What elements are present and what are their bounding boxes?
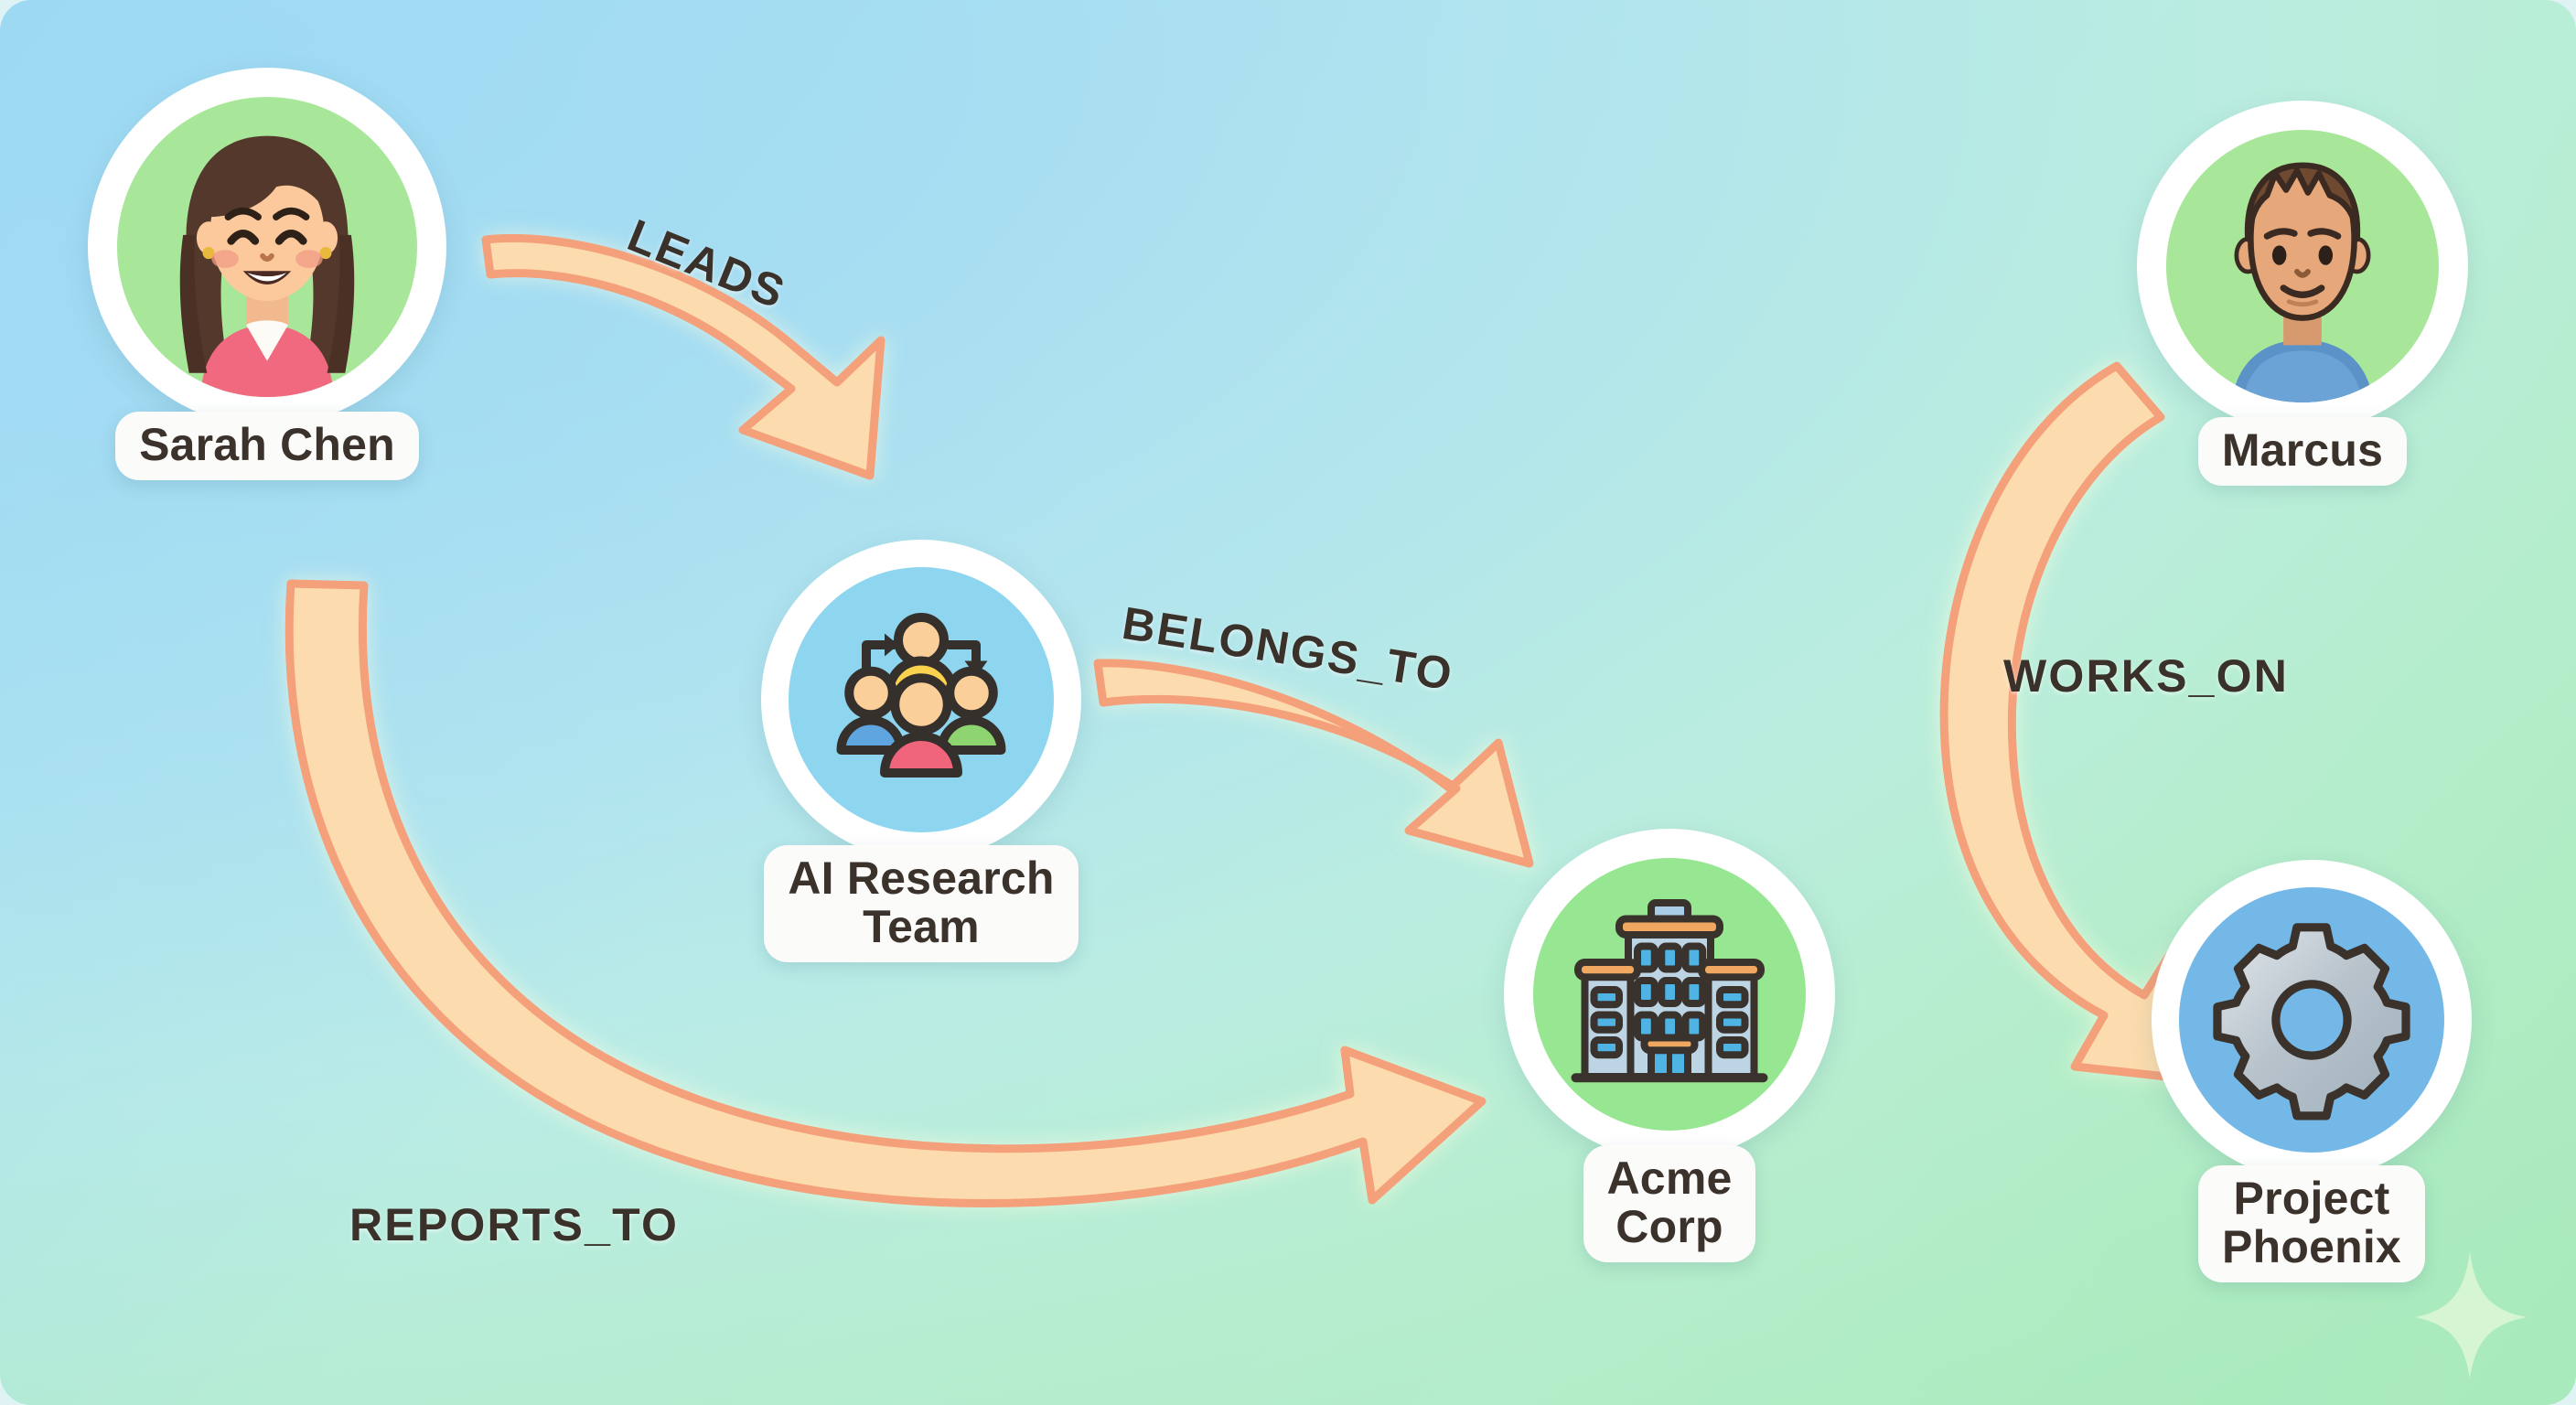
edge-label-works-on: WORKS_ON [2003, 650, 2290, 702]
office-building-icon [1533, 858, 1806, 1131]
gear-svg [2213, 923, 2410, 1121]
people-group-icon [789, 567, 1054, 832]
node-marcus-label: Marcus [2197, 417, 2408, 486]
node-team-label: AI Research Team [764, 845, 1079, 962]
woman-avatar-svg [179, 135, 355, 397]
edge-leads [481, 233, 886, 480]
people-group-svg [836, 613, 1006, 778]
gear-icon [2179, 887, 2444, 1153]
edge-works-on [1939, 361, 2213, 1086]
office-building-svg [1571, 899, 1768, 1083]
edge-reports-to [284, 579, 1487, 1207]
sparkle-icon [2415, 1251, 2527, 1379]
node-marcus[interactable]: Marcus [2137, 101, 2468, 486]
node-acme-circle [1504, 829, 1835, 1160]
node-sarah-label: Sarah Chen [115, 412, 419, 480]
node-phoenix[interactable]: Project Phoenix [2152, 860, 2472, 1282]
node-sarah[interactable]: Sarah Chen [88, 68, 446, 480]
woman-avatar-icon [117, 97, 417, 397]
node-marcus-circle [2137, 101, 2468, 432]
node-team[interactable]: AI Research Team [761, 540, 1081, 962]
node-team-circle [761, 540, 1081, 860]
node-phoenix-circle [2152, 860, 2472, 1180]
node-acme[interactable]: Acme Corp [1504, 829, 1835, 1262]
edge-belongs-to [1093, 659, 1534, 868]
man-avatar-icon [2166, 130, 2439, 402]
edge-label-reports-to: REPORTS_TO [349, 1199, 680, 1250]
node-phoenix-label: Project Phoenix [2198, 1165, 2425, 1282]
node-sarah-circle [88, 68, 446, 426]
man-avatar-svg [2231, 162, 2374, 402]
node-acme-label: Acme Corp [1583, 1145, 1756, 1262]
